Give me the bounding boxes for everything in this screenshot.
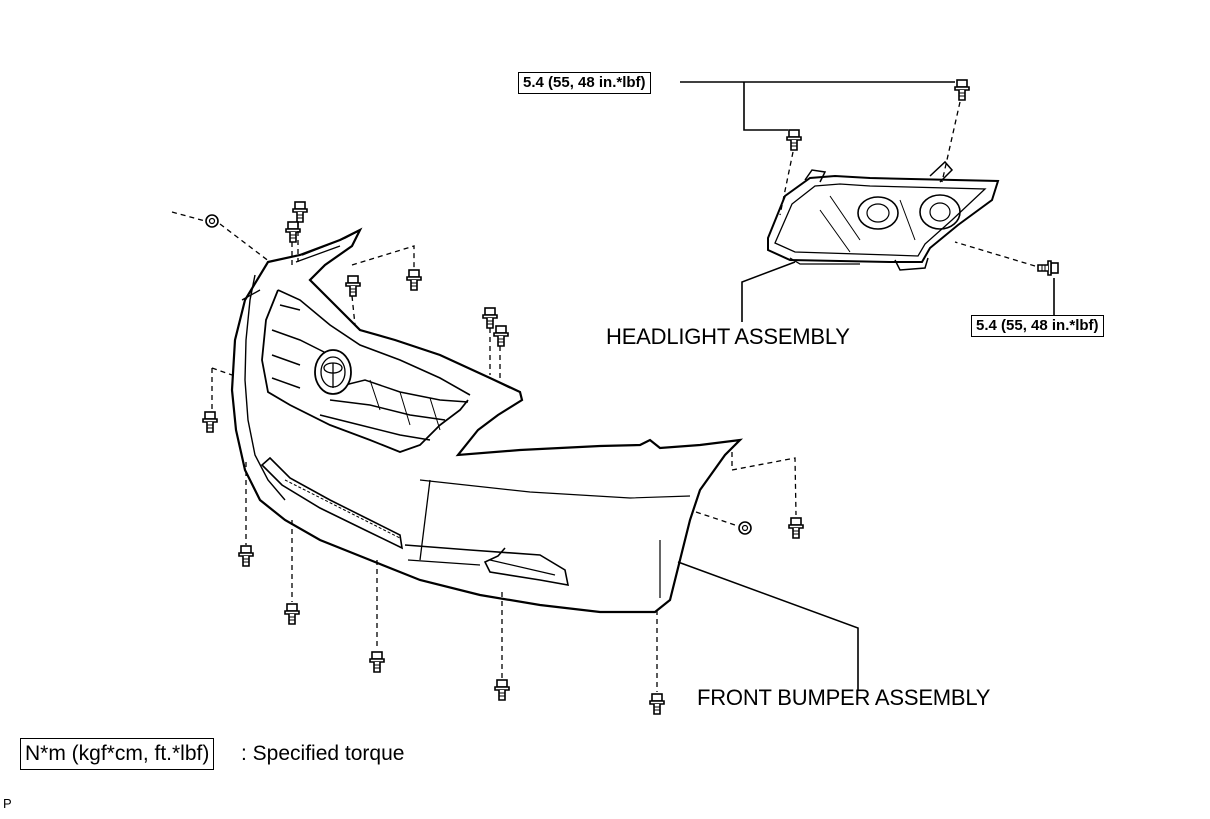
headlight-leader-lines bbox=[680, 81, 1055, 322]
bumper-clip-top-left bbox=[205, 214, 219, 228]
torque-legend-unit: N*m (kgf*cm, ft.*lbf) bbox=[25, 742, 210, 765]
front-bumper-assembly-label: FRONT BUMPER ASSEMBLY bbox=[697, 685, 991, 710]
bumper-bolt-lower-5 bbox=[649, 693, 665, 715]
headlight-assembly bbox=[767, 160, 1000, 271]
corner-mark: P bbox=[3, 796, 12, 811]
headlight-assembly-label: HEADLIGHT ASSEMBLY bbox=[606, 324, 850, 349]
bumper-bolt-lower-2 bbox=[284, 603, 300, 625]
bumper-details bbox=[241, 274, 691, 598]
bumper-bolt-lower-1 bbox=[238, 545, 254, 567]
torque-legend-box: N*m (kgf*cm, ft.*lbf) bbox=[20, 738, 215, 770]
headlight-bolt-right bbox=[1037, 260, 1059, 276]
headlight-bolt-top bbox=[954, 79, 970, 101]
bumper-bolt-lower-4 bbox=[494, 679, 510, 701]
bumper-bolt-grille bbox=[345, 275, 361, 297]
bumper-bolt-fender bbox=[788, 517, 804, 539]
torque-value-right: 5.4 (55, 48 in.*lbf) bbox=[976, 317, 1099, 334]
bumper-bolt-side bbox=[202, 411, 218, 433]
front-bumper-assembly bbox=[230, 227, 744, 614]
headlight-dashed-lines bbox=[779, 101, 1036, 267]
bumper-bolt-upper-right bbox=[406, 269, 422, 291]
torque-legend-description: : Specified torque bbox=[241, 742, 405, 765]
bumper-leader-line bbox=[677, 561, 859, 690]
bumper-bolt-top-1 bbox=[292, 201, 308, 223]
bumper-dashed-lines bbox=[171, 211, 797, 692]
bumper-bolt-lower-3 bbox=[369, 651, 385, 673]
torque-label-right: 5.4 (55, 48 in.*lbf) bbox=[971, 315, 1104, 337]
bumper-clip-right bbox=[738, 521, 752, 535]
bumper-bolt-hood-1 bbox=[482, 307, 498, 329]
torque-label-top: 5.4 (55, 48 in.*lbf) bbox=[518, 72, 651, 94]
headlight-bolt-left bbox=[786, 129, 802, 151]
bumper-bolt-hood-2 bbox=[493, 325, 509, 347]
torque-value-top: 5.4 (55, 48 in.*lbf) bbox=[523, 74, 646, 91]
